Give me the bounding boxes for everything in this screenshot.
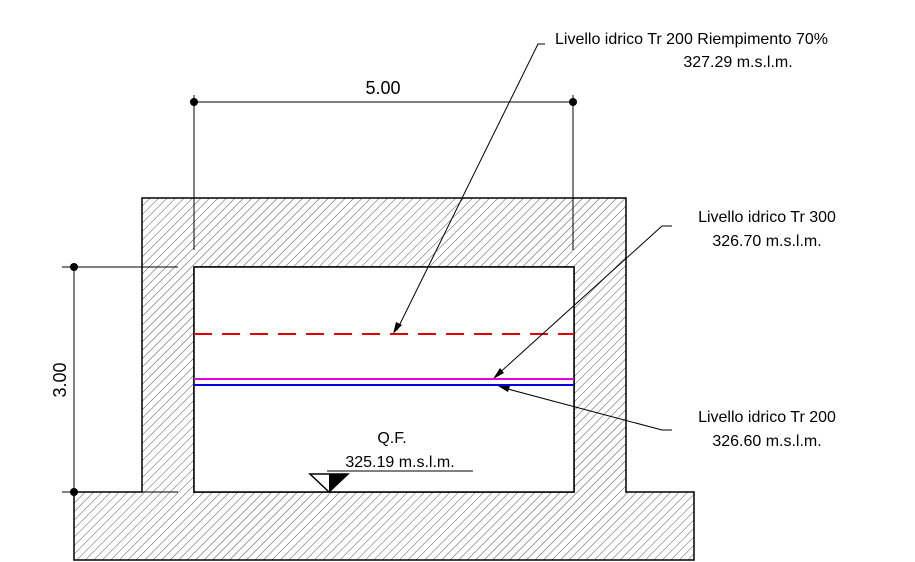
label-tr300-value: 326.70 m.s.l.m. [712,233,821,250]
label-tr300-title: Livello idrico Tr 300 [698,209,836,226]
leader-arrowhead [493,368,504,379]
leader-tr200 [498,386,672,431]
label-tr200-title: Livello idrico Tr 200 [698,409,836,426]
bottom-level-title: Q.F. [377,430,406,447]
height-label: 3.00 [50,362,70,397]
level-triangle-fill [329,474,348,492]
label-tr200-70-value: 327.29 m.s.l.m. [683,54,792,71]
bottom-level-value: 325.19 m.s.l.m. [345,454,454,471]
width-label: 5.00 [365,78,400,98]
dimension-endpoint [70,488,78,496]
leader-arrowhead [393,322,402,334]
label-tr200-value: 326.60 m.s.l.m. [712,433,821,450]
dimension-endpoint [569,98,577,106]
leader-arrowhead [498,386,510,392]
leader-tr200-70 [393,43,545,334]
leader-tr300 [493,225,672,379]
label-tr200-70-title: Livello idrico Tr 200 Riempimento 70% [555,31,828,48]
dimension-endpoint [70,263,78,271]
height-dimension: 3.00 [50,263,178,496]
bottom-level-marker [308,470,473,494]
dimension-endpoint [190,98,198,106]
